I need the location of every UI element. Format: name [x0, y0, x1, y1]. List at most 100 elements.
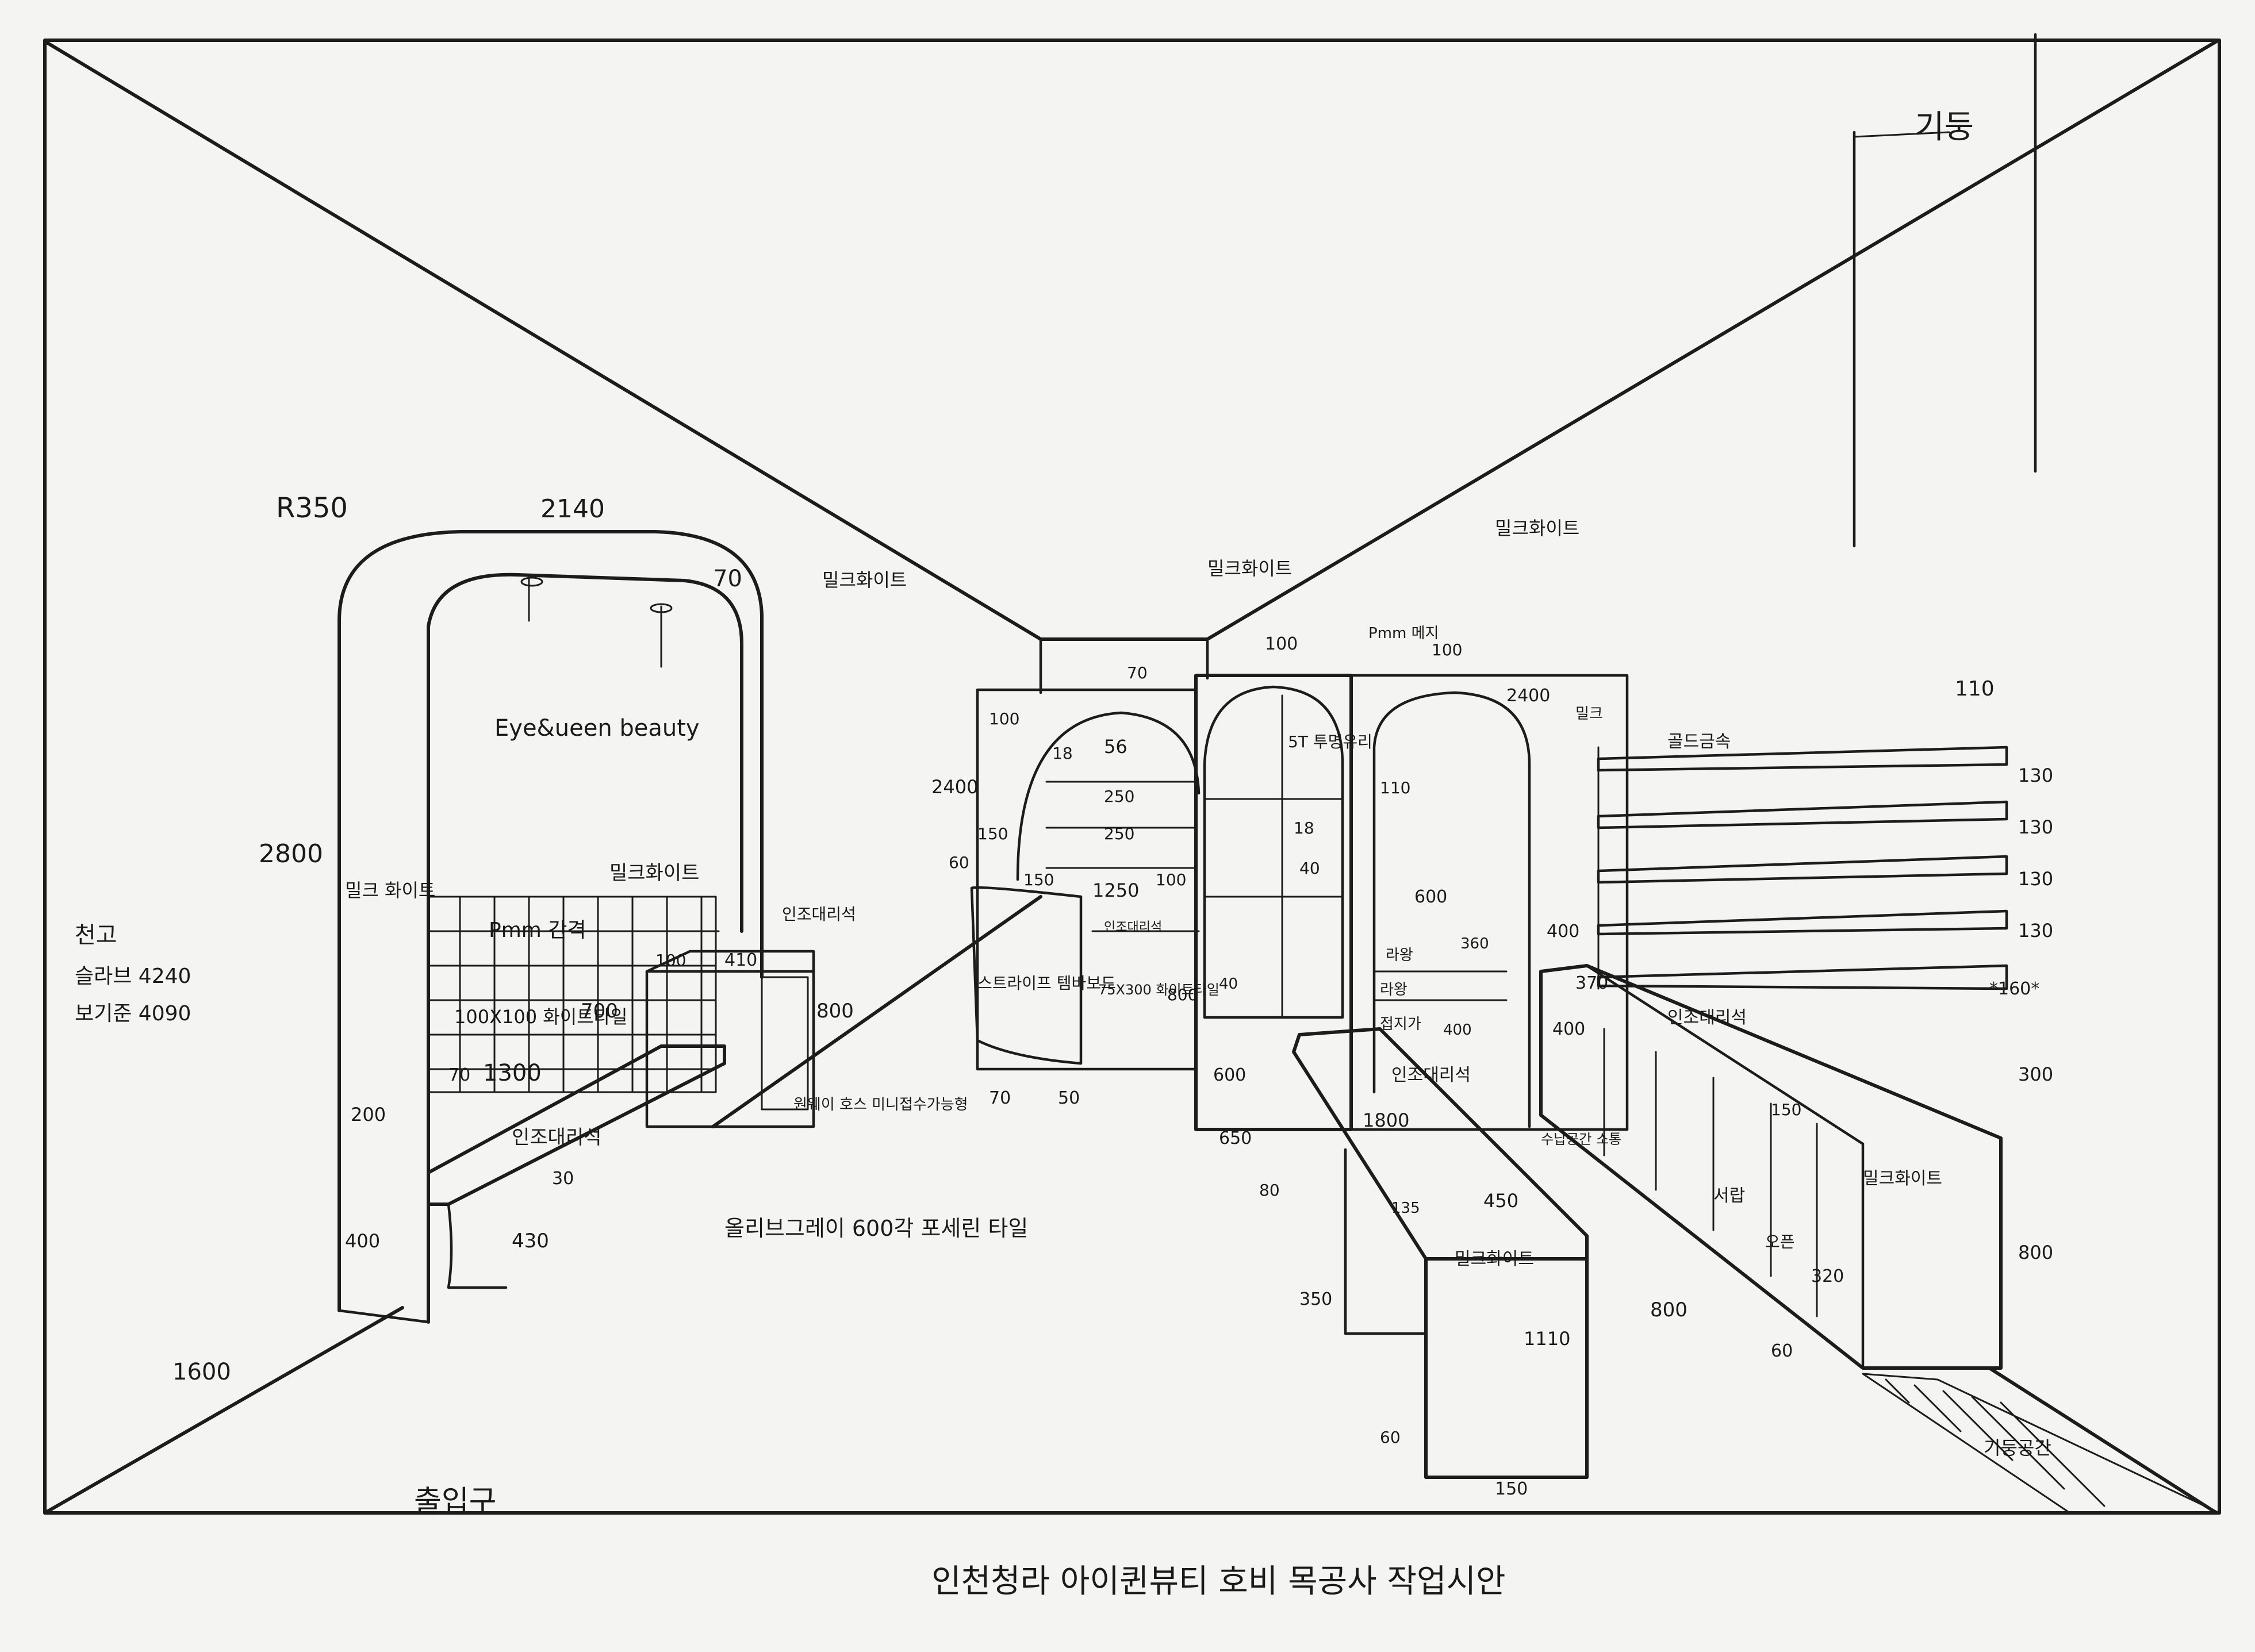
label-milk-white-island: 밀크화이트: [1455, 1249, 1534, 1269]
label-d80: 80: [1259, 1181, 1280, 1200]
label-d370: 370: [1575, 973, 1608, 993]
label-d60b: 60: [1771, 1341, 1793, 1361]
label-d400-bench: 400: [345, 1230, 380, 1252]
cabinet-doors: [1603, 1028, 1818, 1317]
inner-arch-panel: [1349, 674, 1629, 1131]
label-w40: 40: [1219, 975, 1238, 993]
label-d200: 200: [351, 1104, 386, 1125]
label-d18b: 18: [1294, 819, 1314, 837]
label-d600-low: 600: [1213, 1065, 1246, 1085]
vanity-door: [761, 976, 809, 1111]
label-d40: 40: [1299, 859, 1320, 878]
arch-base: [338, 1309, 430, 1324]
label-stripe: 스트라이프 템바보드: [977, 974, 1116, 993]
label-h700: 700: [581, 1000, 618, 1023]
label-d135: 135: [1391, 1200, 1420, 1217]
label-bench-top: 인조대리석: [782, 905, 856, 924]
label-h2400-left: 2400: [931, 776, 978, 798]
label-d430: 430: [512, 1230, 549, 1253]
label-milk-white-cabinet: 밀크화이트: [1863, 1169, 1942, 1189]
label-d100b: 100: [1156, 870, 1186, 889]
label-tile: 100X100 화이트타일: [454, 1006, 627, 1028]
label-d150b: 150: [1023, 870, 1054, 889]
label-d130c: 130: [2018, 868, 2053, 890]
label-d130d: 130: [2018, 920, 2053, 942]
drawing-title: 인천청라 아이퀸뷰티 호비 목공사 작업시안: [931, 1563, 1506, 1600]
island-front: [1424, 1257, 1589, 1479]
label-d250b: 250: [1104, 824, 1134, 843]
ceiling-edge-left: [43, 40, 1042, 641]
label-milk-white-center: 밀크화이트: [1207, 558, 1292, 579]
label-pillar-space: 기둥공간: [1984, 1437, 2051, 1459]
label-d56: 56: [1104, 736, 1128, 758]
label-d150: 150: [977, 824, 1008, 843]
label-floor-tile: 올리브그레이 600각 포세린 타일: [724, 1216, 1028, 1241]
arch-outer: [338, 530, 764, 1312]
label-d1800: 1800: [1363, 1109, 1409, 1131]
label-d2400-right: 2400: [1506, 686, 1550, 706]
floor-edge-left: [43, 1306, 404, 1515]
label-milk-white-right: 밀크화이트: [1495, 517, 1579, 539]
label-d650: 650: [1219, 1128, 1252, 1148]
label-bench: 인조대리석: [512, 1126, 601, 1149]
label-d60: 60: [949, 853, 969, 872]
label-d130b: 130: [2018, 816, 2053, 838]
label-d100: 100: [655, 951, 686, 970]
pillar-top: [1853, 131, 1950, 138]
label-d250a: 250: [1104, 787, 1134, 806]
label-d60-floor: 60: [1380, 1428, 1401, 1447]
label-d350: 350: [1299, 1289, 1332, 1309]
label-d800-right: 800: [2018, 1242, 2053, 1263]
label-sect: 수납공간 소통: [1541, 1131, 1621, 1147]
label-kitchen2: 라왕: [1380, 981, 1408, 998]
label-d150-floor: 150: [1495, 1479, 1528, 1499]
label-arch-70: 70: [713, 566, 742, 592]
label-w600: 600: [1414, 887, 1447, 907]
label-d100-left: 100: [989, 709, 1019, 728]
label-kitchen1: 라왕: [1386, 947, 1413, 964]
label-len1600: 1600: [172, 1359, 231, 1385]
label-w50: 50: [1058, 1088, 1080, 1108]
pillar-hatch-area: [1862, 1373, 2221, 1514]
label-ceiling-slab: 슬라브 4240: [75, 965, 191, 988]
label-pillar: 기둥: [1915, 109, 1974, 146]
label-h800-vanity: 800: [816, 1000, 854, 1023]
label-milk: 밀크: [1575, 705, 1603, 723]
base-cabinet: [1539, 964, 2221, 1514]
label-h800-mid: 800: [1167, 985, 1198, 1004]
label-tile-75: 75X300 화이트타일: [1098, 982, 1219, 998]
label-d400b: 400: [1443, 1021, 1472, 1039]
label-d400-counter: 400: [1552, 1019, 1585, 1039]
cabinet-top-edge: [1585, 964, 1865, 1146]
label-d300: 300: [2018, 1063, 2053, 1085]
label-milk-white-left: 밀크화이트: [822, 569, 907, 591]
label-d410: 410: [724, 950, 757, 970]
annotations: R350 2140 70 2800 천고 슬라브 4240 보기준 4090 E…: [75, 109, 2053, 1600]
label-mirror1: 서랍: [1713, 1186, 1745, 1206]
label-glass5t: 5T 투명유리: [1288, 732, 1372, 751]
floor-edge-right: [1988, 1366, 2218, 1515]
label-milk-white-arch: 밀크 화이트: [345, 879, 435, 901]
label-d100-top: 100: [1265, 634, 1298, 654]
label-d18: 18: [1052, 744, 1073, 763]
label-pmm-meji: Pmm 메지: [1368, 625, 1439, 642]
right-inner-arch: [1349, 674, 1629, 1131]
label-d800-floor: 800: [1650, 1298, 1688, 1321]
label-sink: 접지가: [1380, 1016, 1421, 1033]
label-rail: 골드금속: [1667, 732, 1731, 752]
label-pmm: Pmm 간격: [489, 919, 586, 942]
arch-inner: [427, 573, 743, 1324]
bench-leg: [447, 1202, 508, 1289]
room-perspective: [43, 33, 2221, 1515]
tile-wall: [427, 896, 717, 1093]
label-d100-arch: 100: [1432, 640, 1462, 659]
label-mirror2: 오픈: [1765, 1232, 1795, 1251]
label-entrance: 출입구: [414, 1485, 497, 1519]
label-ceiling-beam: 보기준 4090: [75, 1002, 191, 1025]
label-d150-cab: 150: [1771, 1100, 1801, 1119]
label-milk-white-wall: 밀크화이트: [609, 862, 699, 885]
label-d360: 360: [1460, 935, 1489, 952]
label-w2140: 2140: [540, 494, 605, 524]
